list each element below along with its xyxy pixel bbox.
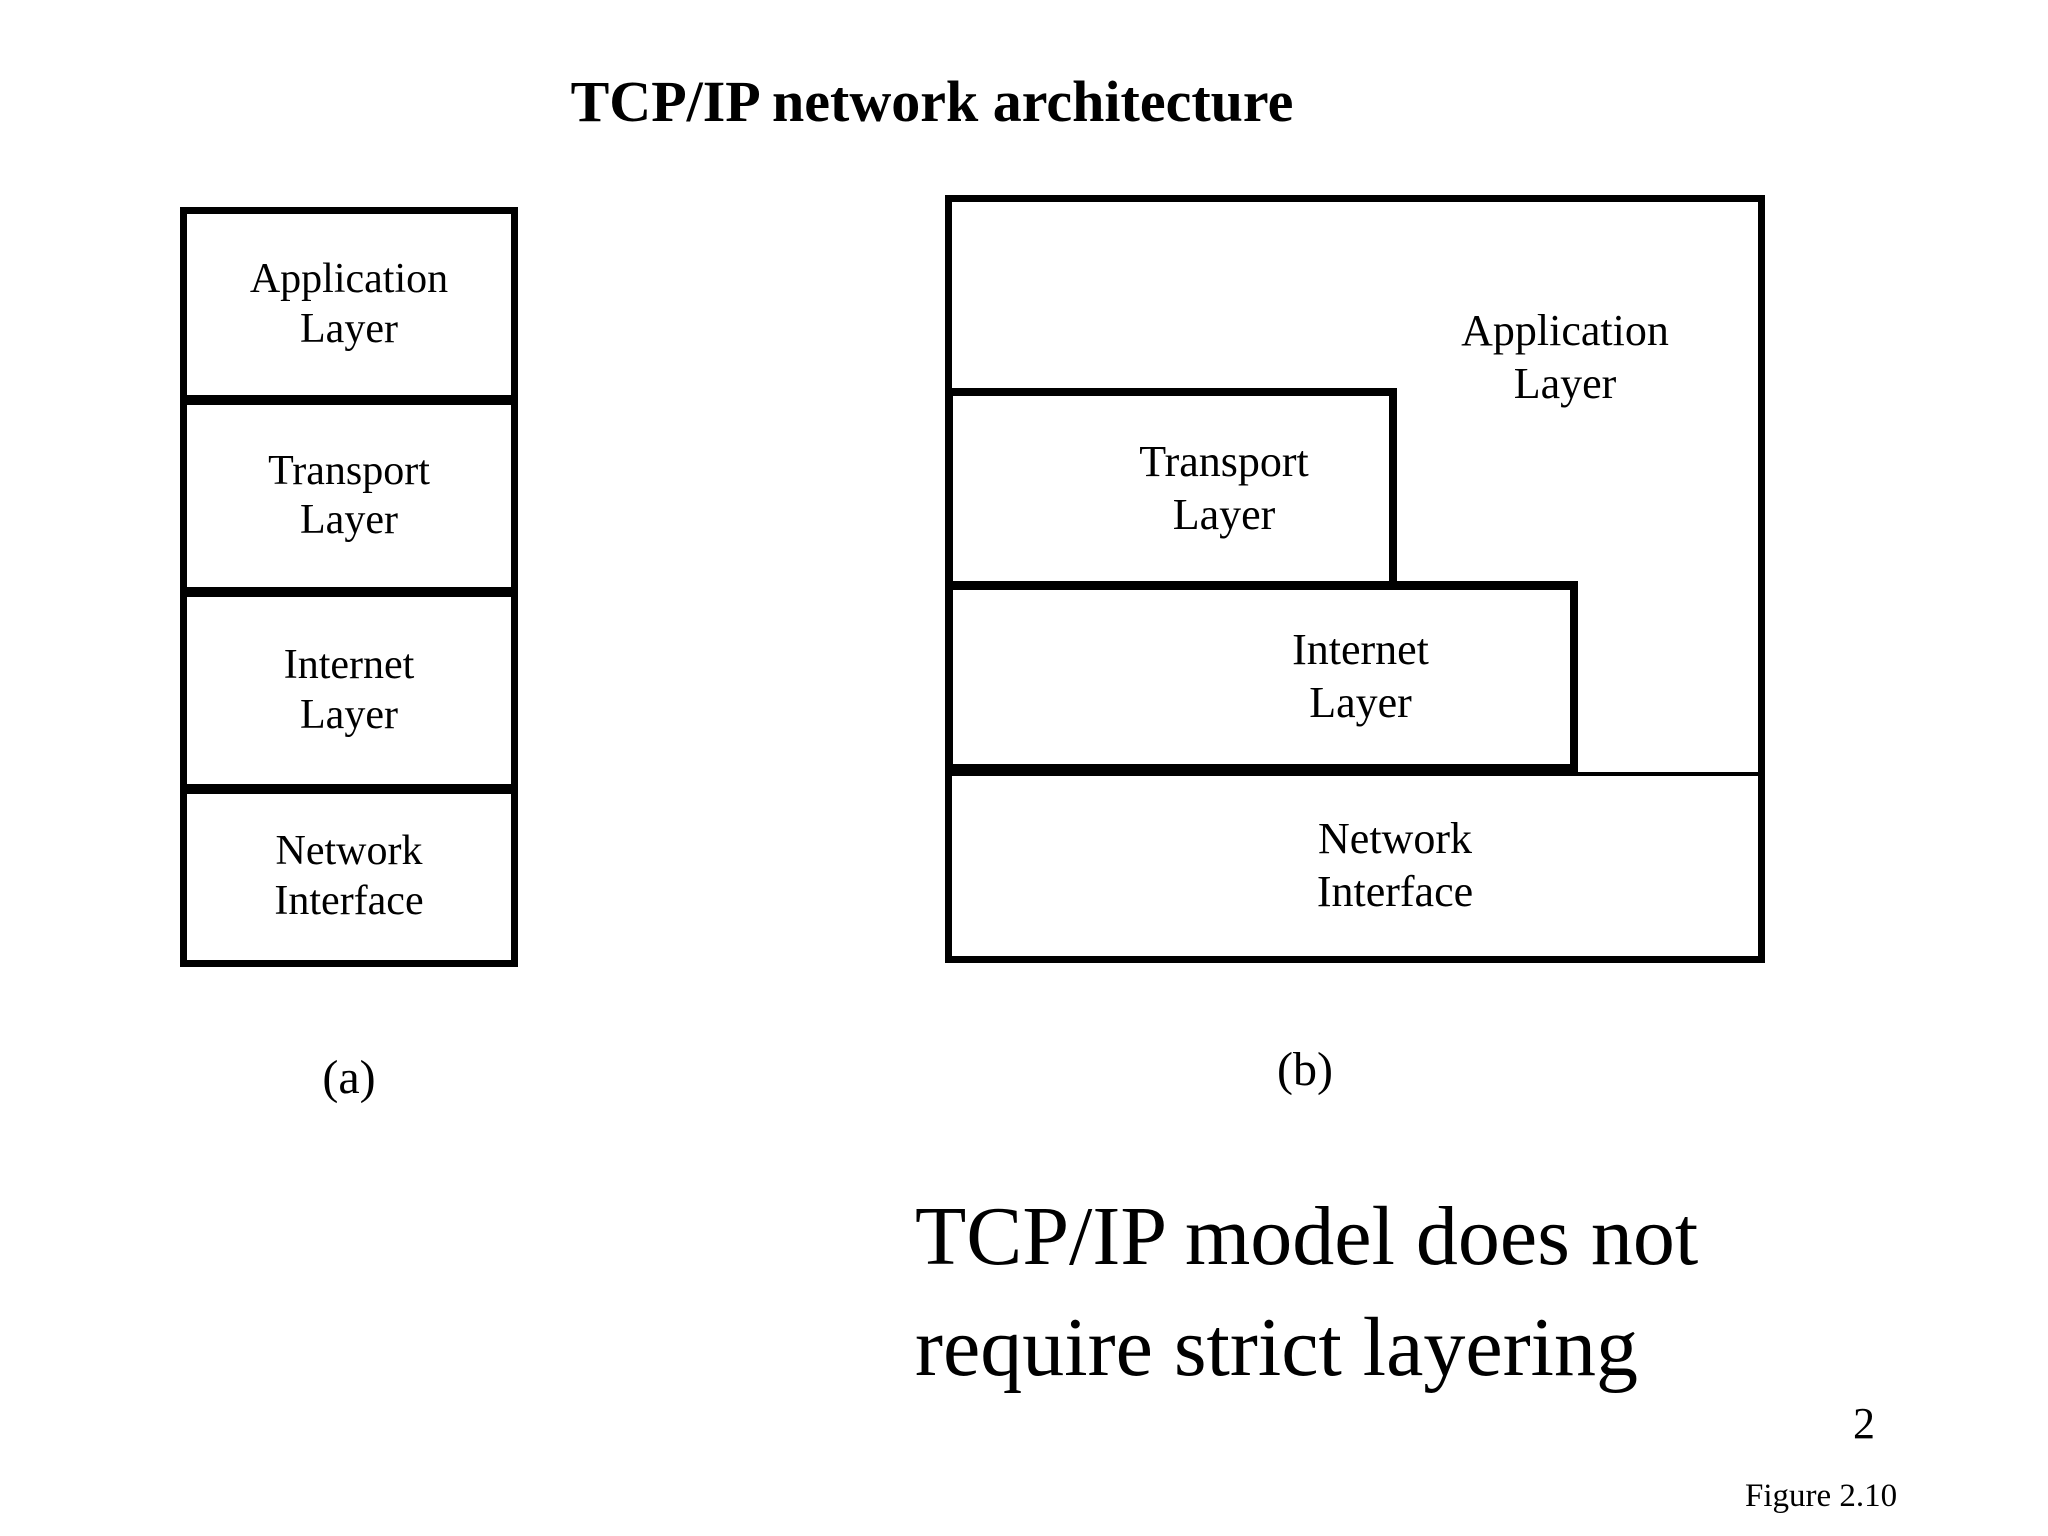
note-line-2: require strict layering (915, 1300, 1639, 1394)
diagram-b-transport-layer-label: Transport Layer (1139, 436, 1309, 539)
note-line-1: TCP/IP model does not (915, 1190, 1699, 1283)
diagram-a-application-layer-box: Application Layer (187, 214, 511, 395)
diagram-b-network-interface-label: Network Interface (1316, 814, 1474, 916)
diagram-b-internet-layer-box: Internet Layer (945, 581, 1578, 772)
slide-title: TCP/IP network architecture (570, 69, 1294, 134)
diagram-a-caption: (a) (322, 1051, 376, 1104)
diagram-a-transport-layer-label: Transport Layer (268, 447, 430, 544)
diagram-a-internet-layer-box: Internet Layer (187, 587, 511, 784)
diagram-a-network-interface-box: Network Interface (187, 783, 511, 960)
diagram-a-application-layer-label: Application Layer (249, 256, 449, 352)
diagram-b-network-interface-box: Network Interface (952, 772, 1758, 956)
figure-reference: Figure 2.10 (1745, 1478, 1898, 1514)
diagram-a-stack: Application Layer Transport Layer Intern… (180, 207, 518, 967)
diagram-b-transport-layer-box: Transport Layer (945, 388, 1397, 581)
diagram-b-internet-layer-label: Internet Layer (1292, 625, 1429, 727)
diagram-a-internet-layer-label: Internet Layer (283, 642, 415, 738)
diagram-a-network-interface-label: Network Interface (274, 828, 424, 924)
diagram-b-application-layer-label: Application Layer (1461, 306, 1669, 408)
diagram-b-caption: (b) (1277, 1043, 1333, 1096)
note-text: TCP/IP model does not require strict lay… (915, 1182, 1698, 1404)
diagram-a-transport-layer-box: Transport Layer (187, 395, 511, 587)
page-number: 2 (1853, 1399, 1875, 1448)
